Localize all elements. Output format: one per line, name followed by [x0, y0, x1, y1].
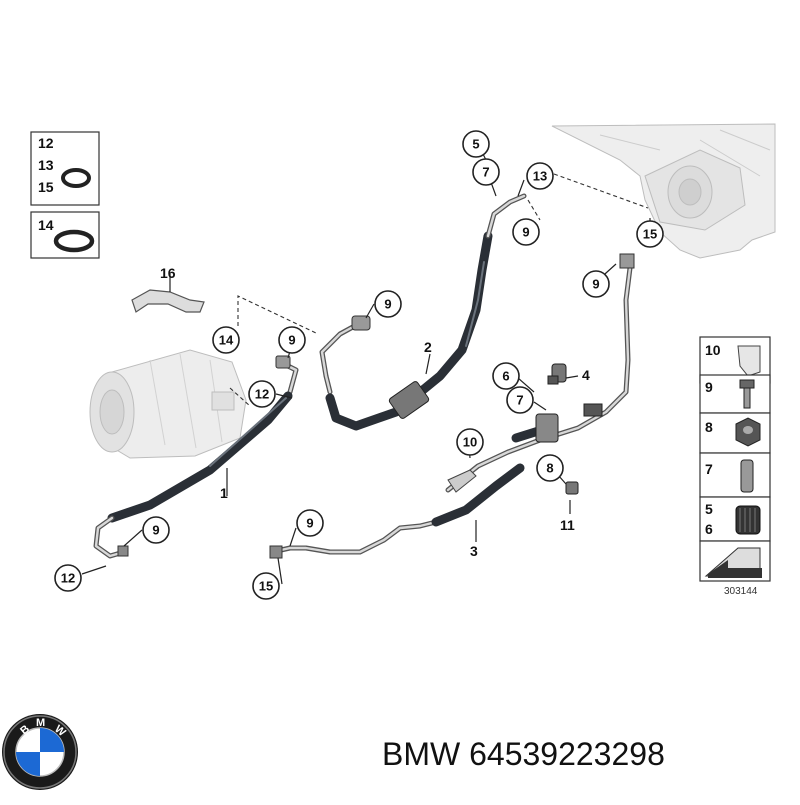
callout-9-hose3: 9: [296, 509, 324, 537]
svg-text:5: 5: [472, 137, 479, 152]
svg-text:M: M: [36, 717, 45, 729]
svg-text:5: 5: [705, 501, 713, 517]
svg-text:6: 6: [705, 521, 713, 537]
diagram-reference-code: 303144: [724, 586, 758, 597]
hose-1: [93, 355, 299, 559]
valve-4-illustration: [547, 363, 567, 385]
callout-9-right-pipe: 9: [582, 270, 610, 298]
svg-text:7: 7: [516, 393, 523, 408]
callout-13: 13: [526, 162, 554, 190]
hose-3: [269, 253, 635, 559]
svg-text:13: 13: [38, 157, 54, 173]
svg-text:6: 6: [502, 369, 509, 384]
callout-9-hose1-end: 9: [142, 516, 170, 544]
part-number-caption: BMW 64539223298: [382, 736, 665, 772]
label-11: 11: [560, 517, 575, 533]
callout-8: 8: [536, 454, 564, 482]
svg-text:12: 12: [38, 135, 54, 151]
engine-block-illustration: [551, 123, 776, 259]
svg-text:12: 12: [61, 571, 75, 586]
bracket-10-illustration: [447, 469, 477, 493]
svg-text:10: 10: [705, 342, 721, 358]
svg-text:10: 10: [463, 435, 477, 450]
cap-icon: [735, 505, 761, 535]
svg-text:8: 8: [546, 461, 553, 476]
callout-9-hose2: 9: [374, 290, 402, 318]
callout-10: 10: [456, 428, 484, 456]
svg-text:15: 15: [643, 227, 657, 242]
callout-7-valve: 7: [506, 386, 534, 414]
svg-text:8: 8: [705, 419, 713, 435]
svg-text:14: 14: [219, 333, 234, 348]
svg-text:9: 9: [288, 333, 295, 348]
svg-text:13: 13: [533, 169, 547, 184]
label-4: 4: [582, 367, 590, 383]
label-16: 16: [160, 265, 176, 281]
bolt-icon: [739, 379, 755, 409]
svg-text:15: 15: [38, 179, 54, 195]
o-ring-small-icon: [61, 168, 91, 188]
svg-text:9: 9: [306, 516, 313, 531]
callout-5: 5: [462, 130, 490, 158]
callout-12-compressor: 12: [248, 380, 276, 408]
cap-11-illustration: [565, 481, 579, 495]
label-2: 2: [424, 339, 432, 355]
callout-7-top: 7: [472, 158, 500, 186]
dashed-leader-lines: [229, 173, 649, 407]
callout-9-top: 9: [512, 218, 540, 246]
svg-text:9: 9: [152, 523, 159, 538]
hose-2: [319, 193, 527, 431]
callout-12-hose1-end: 12: [54, 564, 82, 592]
svg-text:7: 7: [482, 165, 489, 180]
callout-15-top: 15: [636, 220, 664, 248]
svg-text:9: 9: [592, 277, 599, 292]
svg-text:14: 14: [38, 217, 54, 233]
valve-core-icon: [740, 459, 754, 493]
o-ring-large-icon: [53, 229, 95, 253]
reference-arrow-icon: [704, 547, 762, 578]
svg-text:9: 9: [705, 379, 713, 395]
label-3: 3: [470, 543, 478, 559]
svg-text:12: 12: [255, 387, 269, 402]
svg-text:9: 9: [522, 225, 529, 240]
bracket-16-illustration: [131, 289, 205, 313]
clamp-icon: [737, 345, 761, 377]
bmw-logo: B M W: [2, 714, 78, 790]
legend-left-box-1: 12 13 15: [30, 131, 100, 206]
nut-icon: [735, 417, 761, 447]
callout-6: 6: [492, 362, 520, 390]
legend-right-column: 10 9 8 7 5 6: [699, 336, 771, 582]
svg-text:9: 9: [384, 297, 391, 312]
callout-14: 14: [212, 326, 240, 354]
callout-15-hose3: 15: [252, 572, 280, 600]
svg-text:7: 7: [705, 461, 713, 477]
ac-compressor-illustration: [89, 349, 247, 459]
callout-9-compressor: 9: [278, 326, 306, 354]
label-1: 1: [220, 485, 228, 501]
legend-left-box-2: 14: [30, 211, 100, 259]
svg-text:15: 15: [259, 579, 273, 594]
